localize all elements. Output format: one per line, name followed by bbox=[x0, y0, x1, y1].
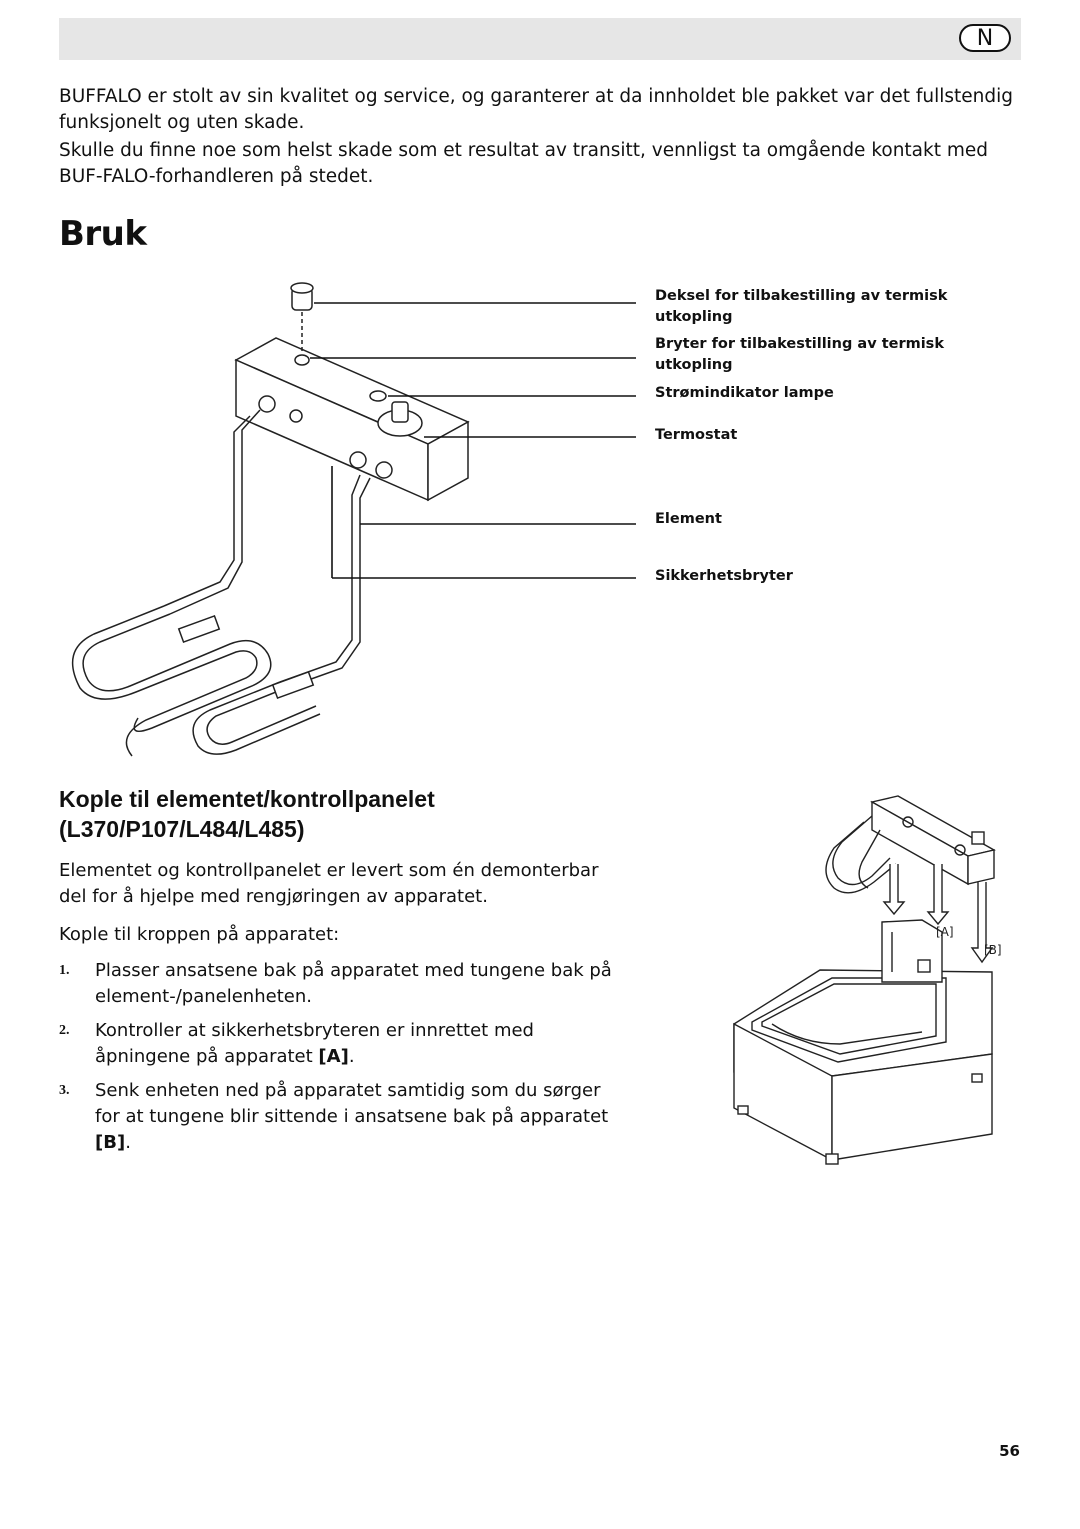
list-item: 1. Plasser ansatsene bak på apparatet me… bbox=[59, 958, 619, 1010]
step-text: Plasser ansatsene bak på apparatet med t… bbox=[95, 960, 612, 1007]
intro-paragraph-1: BUFFALO er stolt av sin kvalitet og serv… bbox=[59, 86, 1014, 133]
header-bar: N bbox=[59, 18, 1021, 60]
language-badge: N bbox=[959, 24, 1011, 52]
section2-paragraph-2: Kople til kroppen på apparatet: bbox=[59, 924, 340, 945]
section2-title: Kople til elementet/kontrollpanelet (L37… bbox=[59, 786, 435, 842]
page-number: 56 bbox=[999, 1442, 1020, 1460]
callout-element: Element bbox=[655, 511, 722, 527]
step-reference: [B] bbox=[95, 1132, 126, 1153]
callout-power-lamp: Strømindikator lampe bbox=[655, 385, 834, 401]
list-item: 3. Senk enheten ned på apparatet samtidi… bbox=[59, 1078, 619, 1156]
step-number: 3. bbox=[59, 1083, 70, 1098]
step-text-end: . bbox=[125, 1132, 131, 1153]
section2-paragraph-1: Elementet og kontrollpanelet er levert s… bbox=[59, 860, 599, 907]
label-a: [A] bbox=[936, 925, 954, 939]
step-text: Senk enheten ned på apparatet samtidig s… bbox=[95, 1080, 609, 1127]
list-item: 2. Kontroller at sikkerhetsbryteren er i… bbox=[59, 1018, 619, 1070]
element-assembly-diagram bbox=[71, 282, 636, 757]
section-title: Bruk bbox=[59, 214, 147, 254]
step-reference: [A] bbox=[318, 1046, 349, 1067]
callout-reset-cover: Deksel for tilbakestilling av termisk ut… bbox=[655, 288, 948, 325]
step-text-end: . bbox=[348, 1046, 355, 1067]
intro-paragraph-2: Skulle du finne noe som helst skade som … bbox=[59, 140, 989, 187]
label-b: [B] bbox=[984, 943, 1002, 957]
step-text: Kontroller at sikkerhetsbryteren er innr… bbox=[95, 1020, 534, 1067]
callout-safety-switch: Sikkerhetsbryter bbox=[655, 568, 793, 584]
fryer-assembly-diagram: [A] [B] bbox=[733, 795, 1002, 1165]
step-number: 1. bbox=[59, 963, 70, 978]
callout-reset-switch: Bryter for tilbakestilling av termisk ut… bbox=[655, 336, 944, 373]
callout-thermostat: Termostat bbox=[655, 427, 738, 443]
steps-list: 1. Plasser ansatsene bak på apparatet me… bbox=[59, 958, 619, 1164]
step-number: 2. bbox=[59, 1023, 70, 1038]
